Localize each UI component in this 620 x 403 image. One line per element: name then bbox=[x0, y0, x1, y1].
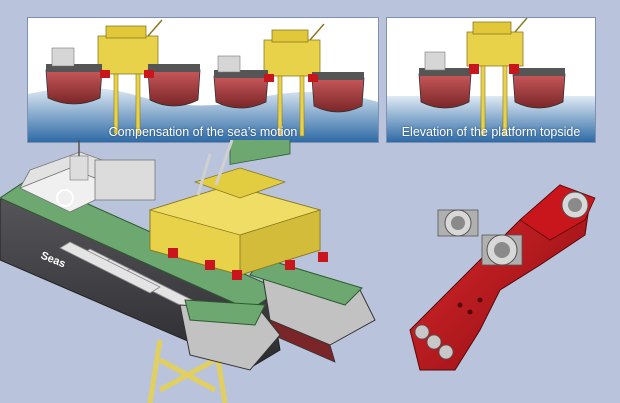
vessel-pair-a bbox=[45, 19, 201, 135]
sea-motion-panel: Compensation of the sea’s motion bbox=[27, 17, 379, 143]
platform-topside bbox=[466, 31, 524, 67]
ship-bridge bbox=[19, 140, 156, 213]
elevation-caption: Elevation of the platform topside bbox=[401, 125, 581, 139]
bracket-bearing bbox=[437, 209, 479, 237]
elevation-illustration bbox=[387, 18, 595, 142]
lifting-bracket-detail bbox=[409, 184, 596, 371]
bracket-pin bbox=[414, 324, 454, 360]
platform-topside bbox=[148, 140, 322, 276]
vessel-pair-b bbox=[213, 23, 365, 137]
ship-platform-scene: Seas bbox=[0, 140, 376, 403]
sea-motion-caption: Compensation of the sea’s motion bbox=[108, 125, 298, 139]
bracket-bearing bbox=[561, 191, 589, 219]
sea-motion-illustration bbox=[28, 19, 378, 142]
elevation-panel: Elevation of the platform topside bbox=[386, 17, 596, 143]
lifting-brackets bbox=[168, 248, 328, 280]
bracket-bearing bbox=[481, 234, 523, 266]
